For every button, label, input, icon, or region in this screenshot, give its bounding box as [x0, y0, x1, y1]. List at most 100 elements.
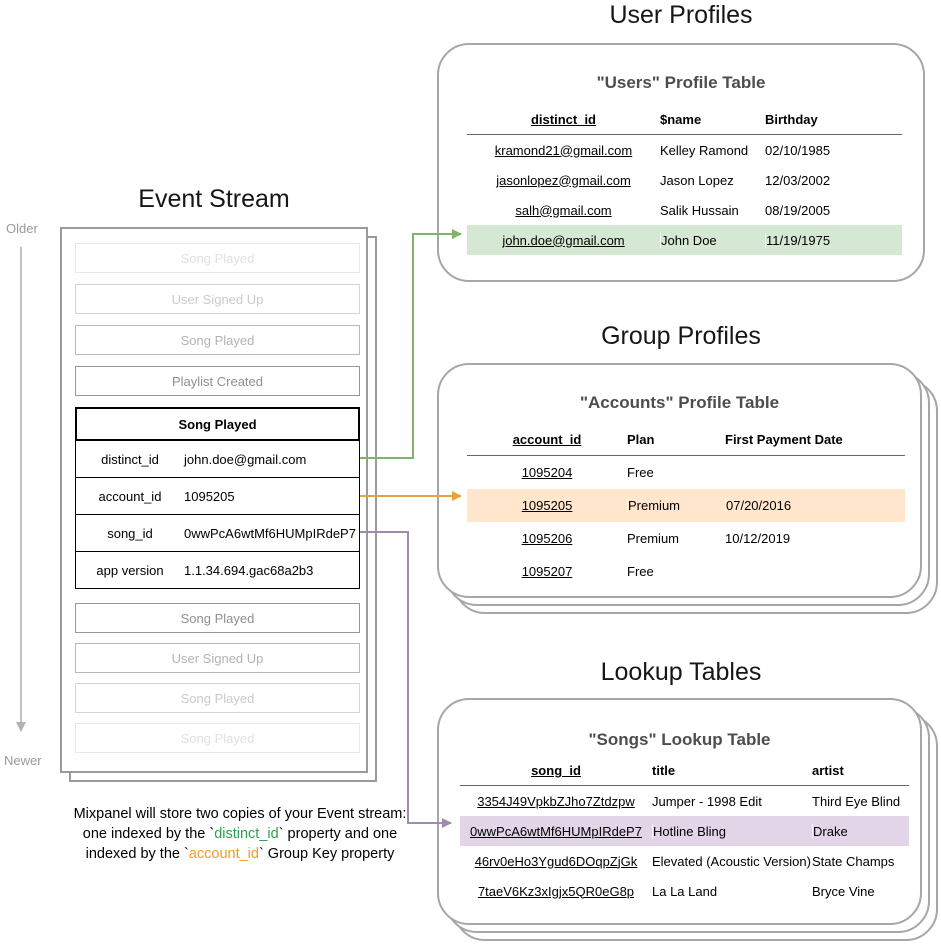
users-profile-card: "Users" Profile Table distinct_id $name … — [437, 43, 925, 282]
event-label: Song Played — [180, 250, 255, 266]
event-box-faded: User Signed Up — [75, 284, 360, 314]
title-cell: Elevated (Acoustic Version) — [652, 853, 811, 869]
users-table-heading: "Users" Profile Table — [596, 73, 766, 92]
artist-cell: Bryce Vine — [812, 883, 875, 899]
name-cell: Jason Lopez — [660, 172, 734, 188]
table-row-highlighted-orange: 1095205 Premium 07/20/2016 — [467, 489, 905, 522]
property-key: distinct_id — [101, 451, 159, 467]
event-label: Song Played — [180, 690, 255, 706]
account-id-cell: 1095206 — [521, 531, 573, 546]
newer-label: Newer — [4, 753, 42, 768]
artist-cell: State Champs — [812, 853, 895, 869]
table-row-highlighted-green: john.doe@gmail.com John Doe 11/19/1975 — [467, 225, 902, 255]
lookup-tables-title: Lookup Tables — [600, 658, 762, 686]
songs-lookup-card: "Songs" Lookup Table song_id title artis… — [437, 698, 922, 925]
accounts-table-heading: "Accounts" Profile Table — [579, 393, 780, 412]
event-label: Playlist Created — [171, 373, 264, 389]
caption-line-3: indexed by the `account_id` Group Key pr… — [28, 844, 452, 864]
birthday-cell: 08/19/2005 — [765, 202, 831, 218]
column-header: First Payment Date — [725, 431, 843, 447]
plan-cell: Premium — [627, 531, 680, 546]
distinct-id-cell: kramond21@gmail.com — [494, 142, 633, 158]
property-key: app version — [96, 562, 164, 578]
column-header: artist — [812, 763, 844, 778]
distinct-id-token: distinct_id — [214, 826, 279, 842]
caption-text: one indexed by the ` — [82, 826, 215, 842]
event-box: Playlist Created — [75, 366, 360, 396]
event-label: Song Played — [180, 610, 255, 626]
footnote-caption: Mixpanel will store two copies of your E… — [28, 804, 452, 864]
birthday-cell: 11/19/1975 — [765, 232, 902, 248]
birthday-cell: 02/10/1985 — [765, 142, 831, 158]
table-row: 3354J49VpkbZJho7Ztdzpw Jumper - 1998 Edi… — [460, 786, 909, 816]
property-key: account_id — [98, 488, 162, 504]
event-box-faded: Song Played — [75, 723, 360, 753]
caption-text: indexed by the ` — [85, 846, 189, 862]
table-row: 1095206 Premium 10/12/2019 — [467, 522, 905, 555]
title-cell: Hotline Bling — [652, 823, 812, 839]
event-box-faded: User Signed Up — [75, 643, 360, 673]
property-value: 0wwPcA6wtMf6HUMpIRdeP7 — [184, 525, 356, 541]
event-label: Song Played — [180, 332, 255, 348]
group-profiles-title: Group Profiles — [601, 322, 761, 350]
title-cell: La La Land — [652, 883, 718, 899]
event-label: Song Played — [180, 730, 255, 746]
name-cell: Kelley Ramond — [660, 142, 749, 158]
distinct-id-cell: john.doe@gmail.com — [502, 232, 625, 248]
table-row: 1095204 Free — [467, 456, 905, 489]
property-value: 1.1.34.694.gac68a2b3 — [184, 562, 314, 578]
plan-cell: Free — [627, 564, 654, 579]
caption-line-1: Mixpanel will store two copies of your E… — [73, 806, 407, 822]
caption-line-2: one indexed by the `distinct_id` propert… — [28, 824, 452, 844]
event-label: User Signed Up — [171, 291, 264, 307]
payment-date-cell: 07/20/2016 — [725, 498, 905, 513]
event-label: User Signed Up — [171, 650, 264, 666]
artist-cell: Third Eye Blind — [812, 793, 901, 809]
column-header: account_id — [512, 431, 582, 447]
event-box: Song Played — [75, 603, 360, 633]
payment-date-cell: 10/12/2019 — [725, 531, 791, 546]
event-property-account-id: account_id 1095205 — [75, 477, 360, 515]
accounts-profile-card: "Accounts" Profile Table account_id Plan… — [437, 363, 922, 598]
event-box-faded: Song Played — [75, 683, 360, 713]
column-header: $name — [660, 112, 702, 127]
song-id-cell: 46rv0eHo3Ygud6DOqpZjGk — [474, 853, 638, 869]
column-header: song_id — [531, 763, 581, 778]
expanded-event-header: Song Played — [75, 407, 360, 441]
table-row: salh@gmail.com Salik Hussain 08/19/2005 — [467, 195, 902, 225]
property-key: song_id — [107, 525, 153, 541]
plan-cell: Free — [627, 465, 654, 480]
account-id-cell: 1095207 — [521, 564, 573, 579]
song-id-cell: 0wwPcA6wtMf6HUMpIRdeP7 — [470, 823, 642, 839]
table-row: 46rv0eHo3Ygud6DOqpZjGk Elevated (Acousti… — [460, 846, 909, 876]
birthday-cell: 12/03/2002 — [765, 172, 831, 188]
accounts-table: account_id Plan First Payment Date 10952… — [467, 423, 905, 588]
account-id-token: account_id — [188, 846, 259, 862]
users-table: distinct_id $name Birthday kramond21@gma… — [467, 105, 902, 255]
table-row-highlighted-purple: 0wwPcA6wtMf6HUMpIRdeP7 Hotline Bling Dra… — [460, 816, 909, 846]
event-stream-title: Event Stream — [138, 185, 290, 213]
event-property-song-id: song_id 0wwPcA6wtMf6HUMpIRdeP7 — [75, 514, 360, 552]
account-id-cell: 1095205 — [521, 498, 573, 513]
property-value: 1095205 — [184, 488, 235, 504]
distinct-id-cell: salh@gmail.com — [515, 202, 612, 218]
songs-table: song_id title artist 3354J49VpkbZJho7Ztd… — [460, 756, 909, 906]
expanded-event-title: Song Played — [178, 416, 257, 432]
event-box-faded: Song Played — [75, 325, 360, 355]
column-header: distinct_id — [530, 112, 596, 127]
column-header: title — [652, 763, 676, 778]
older-label: Older — [6, 221, 38, 236]
caption-text: ` Group Key property — [258, 846, 395, 862]
plan-cell: Premium — [627, 498, 725, 513]
songs-table-header: song_id title artist — [460, 756, 909, 786]
account-id-cell: 1095204 — [521, 465, 573, 480]
table-row: jasonlopez@gmail.com Jason Lopez 12/03/2… — [467, 165, 902, 195]
distinct-id-cell: jasonlopez@gmail.com — [496, 172, 631, 188]
song-id-cell: 3354J49VpkbZJho7Ztdzpw — [477, 793, 635, 809]
property-value: john.doe@gmail.com — [184, 451, 307, 467]
name-cell: John Doe — [660, 232, 765, 248]
column-header: Plan — [627, 431, 655, 447]
event-property-app-version: app version 1.1.34.694.gac68a2b3 — [75, 551, 360, 589]
users-table-header: distinct_id $name Birthday — [467, 105, 902, 135]
